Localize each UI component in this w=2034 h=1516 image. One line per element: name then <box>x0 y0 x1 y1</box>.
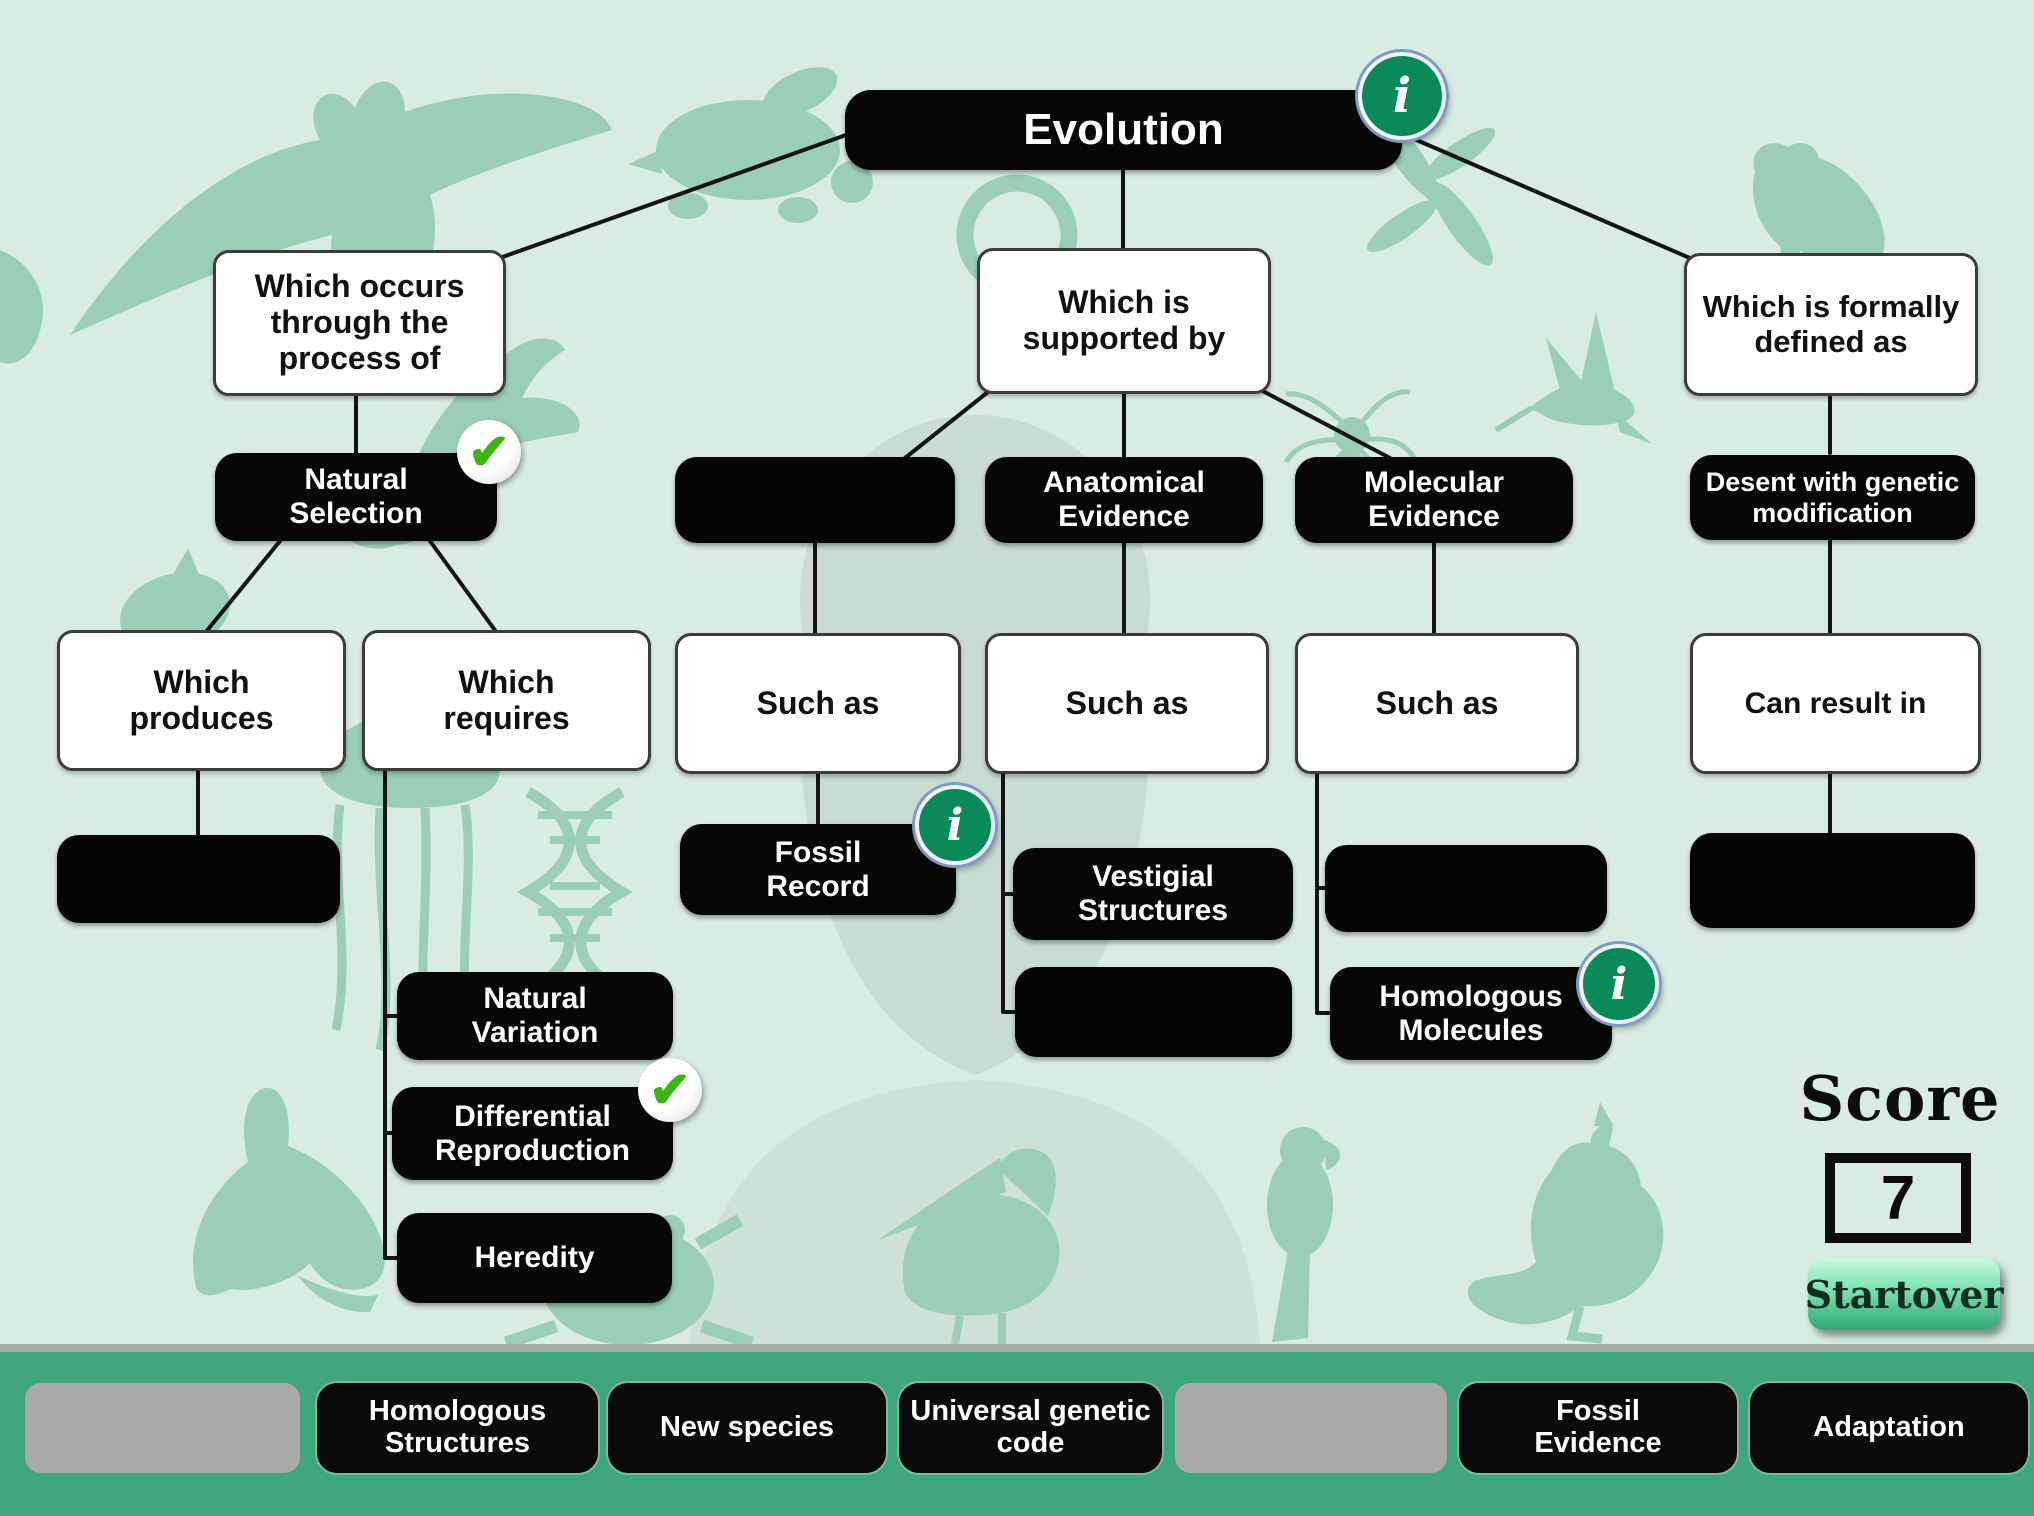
check-glyph: ✔ <box>649 1062 691 1118</box>
connector-lines <box>196 130 1832 1260</box>
answer-node-descent-with-modification[interactable]: Desent with genetic modification <box>1690 455 1975 540</box>
connector-supported-by: Which is supported by <box>977 248 1271 394</box>
kangaroo-silhouette <box>1467 1102 1664 1344</box>
gecko-silhouette <box>0 250 44 364</box>
answer-node-differential-reproduction[interactable]: Differential Reproduction <box>392 1087 673 1180</box>
correct-check-icon: ✔ <box>638 1058 702 1122</box>
tray-slot-empty <box>1175 1383 1447 1473</box>
answer-node-heredity[interactable]: Heredity <box>397 1213 672 1303</box>
drop-slot-result-blank[interactable] <box>1690 833 1975 928</box>
score-label: Score <box>1799 1062 2001 1135</box>
score-value: 7 <box>1880 1163 1916 1233</box>
connector-such-as-molecular: Such as <box>1295 633 1579 774</box>
connector-which-requires: Which requires <box>362 630 651 771</box>
seal-silhouette <box>193 1087 385 1313</box>
pelican-silhouette <box>878 1148 1060 1344</box>
answer-tray: Homologous Structures New species Univer… <box>0 1352 2034 1516</box>
answer-node-homologous-molecules[interactable]: Homologous Molecules <box>1330 967 1612 1060</box>
answer-node-fossil-record[interactable]: Fossil Record <box>680 824 956 915</box>
info-glyph: i <box>946 799 964 851</box>
info-glyph: i <box>1392 68 1412 124</box>
tray-divider <box>0 1344 2034 1352</box>
score-box: 7 <box>1825 1153 1971 1243</box>
root-node-evolution: Evolution <box>845 90 1402 170</box>
answer-node-anatomical-evidence[interactable]: Anatomical Evidence <box>985 457 1263 543</box>
correct-check-icon: ✔ <box>457 420 521 484</box>
hummingbird-silhouette <box>1494 312 1652 444</box>
answer-node-vestigial-structures[interactable]: Vestigial Structures <box>1013 848 1293 940</box>
drop-slot-molecular-blank[interactable] <box>1325 845 1607 932</box>
connector-such-as-fossil: Such as <box>675 633 961 774</box>
drop-slot-anatomical-blank[interactable] <box>1015 967 1292 1057</box>
drop-slot-evidence-blank[interactable] <box>675 457 955 543</box>
tray-tile-universal-genetic-code[interactable]: Universal genetic code <box>899 1383 1162 1473</box>
tray-tile-fossil-evidence[interactable]: Fossil Evidence <box>1459 1383 1737 1473</box>
info-icon[interactable]: i <box>1579 944 1659 1024</box>
tray-tile-adaptation[interactable]: Adaptation <box>1750 1383 2028 1473</box>
tray-slot-empty <box>25 1383 300 1473</box>
check-glyph: ✔ <box>468 424 510 480</box>
answer-node-natural-variation[interactable]: Natural Variation <box>397 972 673 1060</box>
drop-slot-produces-blank[interactable] <box>57 835 340 923</box>
small-moth-silhouette <box>756 67 838 148</box>
connector-which-produces: Which produces <box>57 630 346 771</box>
startover-button[interactable]: Startover <box>1805 1258 2003 1330</box>
info-icon[interactable]: i <box>915 785 995 865</box>
connector-such-as-anatomical: Such as <box>985 633 1269 774</box>
tray-tile-new-species[interactable]: New species <box>608 1383 886 1473</box>
connector-formally-defined: Which is formally defined as <box>1684 253 1978 396</box>
answer-node-natural-selection[interactable]: Natural Selection <box>215 453 497 541</box>
connector-can-result-in: Can result in <box>1690 633 1981 774</box>
parrot-silhouette <box>1267 1127 1341 1342</box>
answer-node-molecular-evidence[interactable]: Molecular Evidence <box>1295 457 1573 543</box>
pterodactyl-silhouette <box>70 81 612 335</box>
info-glyph: i <box>1610 958 1628 1010</box>
connector-occurs-through: Which occurs through the process of <box>213 250 506 396</box>
tray-tile-homologous-structures[interactable]: Homologous Structures <box>317 1383 598 1473</box>
info-icon[interactable]: i <box>1358 52 1446 140</box>
